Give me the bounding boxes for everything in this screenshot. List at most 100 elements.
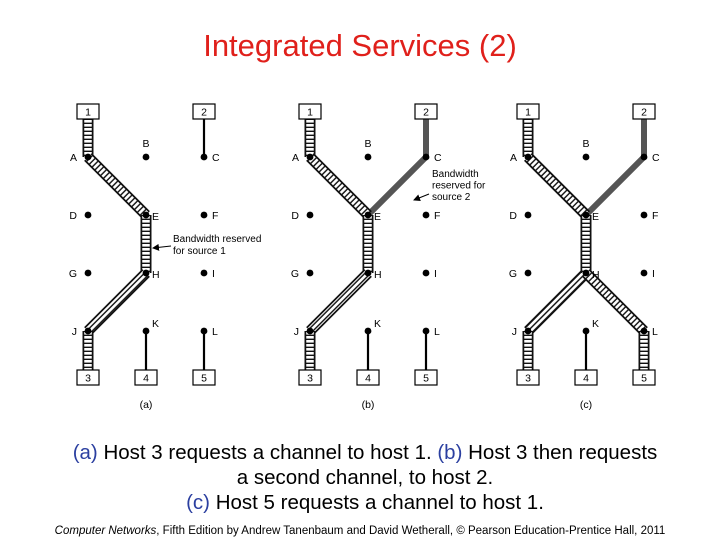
caption-mark-a: (a) xyxy=(72,441,98,464)
router-label: B xyxy=(142,138,149,150)
reserved-path-rungs xyxy=(307,154,371,218)
router-node xyxy=(640,327,648,335)
router-label: D xyxy=(509,210,517,222)
router-node xyxy=(364,327,372,335)
router-node xyxy=(422,327,430,335)
host-box xyxy=(632,103,656,120)
footer-credit-text: , Fifth Edition by Andrew Tanenbaum and … xyxy=(156,525,666,537)
host-box xyxy=(192,103,216,120)
annotation-text: Bandwidth xyxy=(432,169,479,180)
router-label: H xyxy=(374,269,382,281)
host-box xyxy=(134,369,158,386)
router-node xyxy=(142,153,150,161)
host-label: 1 xyxy=(307,107,313,119)
reserved-path-rungs xyxy=(583,270,647,334)
router-label: L xyxy=(212,326,218,338)
router-node xyxy=(142,211,150,219)
host-box xyxy=(298,103,322,120)
caption-mark-b: (b) xyxy=(437,441,463,464)
router-label: H xyxy=(592,269,600,281)
router-node xyxy=(84,211,92,219)
annotation-text: reserved for xyxy=(432,181,486,192)
panel-label: (b) xyxy=(362,399,375,411)
host-label: 3 xyxy=(85,373,91,385)
router-node xyxy=(582,211,590,219)
router-label: I xyxy=(434,268,437,280)
annotation-arrow xyxy=(152,243,172,251)
host-box xyxy=(298,369,322,386)
router-label: K xyxy=(592,318,599,330)
caption-text: Host 3 then requests xyxy=(462,441,658,464)
host-label: 4 xyxy=(365,373,371,385)
router-label: K xyxy=(374,318,381,330)
router-label: A xyxy=(510,152,517,164)
router-node xyxy=(142,269,150,277)
caption-line-1: (a) Host 3 requests a channel to host 1.… xyxy=(20,440,710,465)
router-node xyxy=(422,211,430,219)
router-label: B xyxy=(364,138,371,150)
footer-credit: Computer Networks, Fifth Edition by Andr… xyxy=(0,525,720,537)
host-box xyxy=(516,369,540,386)
router-label: E xyxy=(592,211,599,223)
router-node xyxy=(640,211,648,219)
host-label: 2 xyxy=(423,107,429,119)
host-label: 4 xyxy=(583,373,589,385)
host-label: 2 xyxy=(201,107,207,119)
router-node xyxy=(524,211,532,219)
host-label: 1 xyxy=(525,107,531,119)
annotation-text: Bandwidth reserved xyxy=(173,234,261,245)
router-label: A xyxy=(70,152,77,164)
host-label: 4 xyxy=(143,373,149,385)
router-label: G xyxy=(291,268,299,280)
router-label: C xyxy=(212,152,220,164)
router-label: K xyxy=(152,318,159,330)
router-node xyxy=(364,269,372,277)
slide-title: Integrated Services (2) xyxy=(203,28,517,63)
panel-label: (c) xyxy=(580,399,592,411)
router-label: J xyxy=(294,326,299,338)
router-node xyxy=(364,211,372,219)
router-label: L xyxy=(434,326,440,338)
router-node xyxy=(84,153,92,161)
router-node xyxy=(200,153,208,161)
caption-text: Host 3 requests a channel to host 1. xyxy=(97,441,438,464)
host-label: 5 xyxy=(423,373,429,385)
caption-line-2: a second channel, to host 2. xyxy=(20,465,710,490)
router-node xyxy=(200,269,208,277)
router-label: L xyxy=(652,326,658,338)
host-label: 1 xyxy=(85,107,91,119)
host-box xyxy=(192,369,216,386)
caption-text: a second channel, to host 2. xyxy=(236,466,494,489)
host-label: 2 xyxy=(641,107,647,119)
router-node xyxy=(364,153,372,161)
router-label: E xyxy=(374,211,381,223)
router-node xyxy=(306,327,314,335)
router-node xyxy=(142,327,150,335)
host-label: 3 xyxy=(525,373,531,385)
router-node xyxy=(306,153,314,161)
host-box xyxy=(516,103,540,120)
reserved-path-rungs xyxy=(525,154,589,218)
router-node xyxy=(582,153,590,161)
router-node xyxy=(84,269,92,277)
router-node xyxy=(422,269,430,277)
panel-label: (a) xyxy=(140,399,153,411)
annotation-text: source 2 xyxy=(432,192,471,203)
caption-mark-c: (c) xyxy=(186,491,210,514)
host-box xyxy=(356,369,380,386)
router-label: C xyxy=(434,152,442,164)
figure-caption: (a) Host 3 requests a channel to host 1.… xyxy=(20,440,710,515)
router-node xyxy=(306,211,314,219)
host-label: 3 xyxy=(307,373,313,385)
annotation-arrow xyxy=(413,193,430,202)
router-label: J xyxy=(72,326,77,338)
router-node xyxy=(524,269,532,277)
router-node xyxy=(200,327,208,335)
host-box xyxy=(76,369,100,386)
host-box xyxy=(632,369,656,386)
router-label: G xyxy=(69,268,77,280)
